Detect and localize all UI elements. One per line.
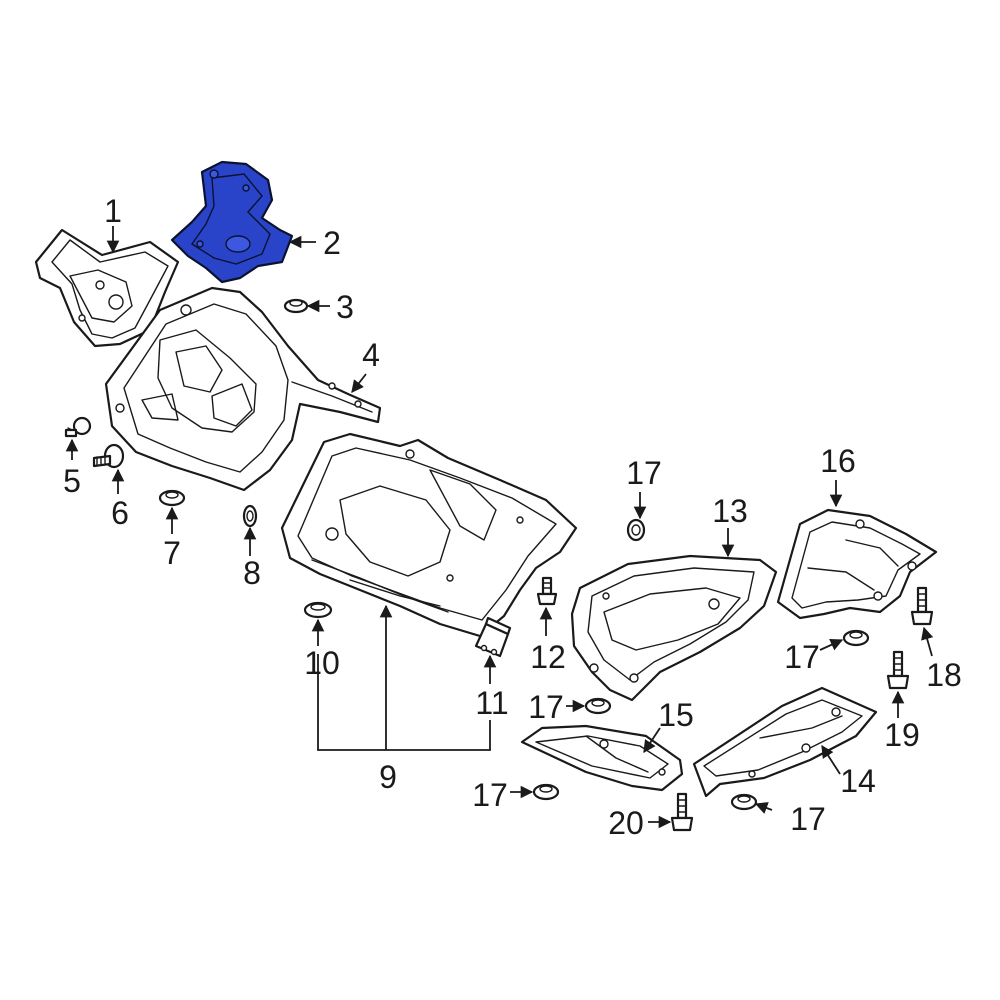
callout-1: 1: [104, 193, 122, 229]
part-17-grommet[interactable]: [730, 793, 758, 811]
part-11-bracket[interactable]: [474, 616, 512, 658]
callout-19: 19: [884, 717, 920, 753]
part-8-grommet[interactable]: [242, 504, 258, 528]
part-17-grommet[interactable]: [584, 697, 612, 715]
part-19-bolt[interactable]: [886, 650, 910, 690]
part-17-grommet[interactable]: [626, 518, 646, 542]
part-1-heat-shield[interactable]: [34, 228, 180, 348]
part-13-heat-shield[interactable]: [570, 554, 778, 702]
callout-17: 17: [626, 455, 662, 491]
part-17-grommet[interactable]: [532, 783, 560, 801]
callout-13: 13: [712, 493, 748, 529]
callout-14: 14: [840, 763, 876, 799]
callout-20: 20: [608, 805, 644, 841]
part-9-heat-shield[interactable]: [280, 432, 578, 638]
part-2-heat-shield-highlighted[interactable]: [170, 160, 294, 284]
callout-17: 17: [784, 639, 820, 675]
part-15-shield-plate[interactable]: [520, 724, 684, 792]
callout-labels: 1 2 3 4 5 6 7 8 9 10 11 12 13 14 15 16 1…: [63, 193, 962, 841]
callout-16: 16: [820, 443, 856, 479]
part-6-bolt[interactable]: [92, 443, 125, 469]
callout-15: 15: [658, 697, 694, 733]
callout-12: 12: [530, 639, 566, 675]
part-17-grommet[interactable]: [842, 629, 870, 647]
part-3-grommet[interactable]: [283, 298, 309, 314]
part-10-grommet[interactable]: [303, 601, 333, 619]
callout-5: 5: [63, 463, 81, 499]
leader-lines: [65, 226, 934, 829]
callout-10: 10: [304, 645, 340, 681]
callout-17: 17: [790, 801, 826, 837]
part-7-grommet[interactable]: [158, 489, 186, 507]
callout-6: 6: [111, 495, 129, 531]
callout-2: 2: [323, 225, 341, 261]
part-4-heat-shield[interactable]: [104, 286, 382, 492]
part-20-bolt[interactable]: [670, 792, 694, 832]
part-12-stud[interactable]: [536, 576, 558, 606]
callout-4: 4: [362, 337, 380, 373]
callout-18: 18: [926, 657, 962, 693]
part-18-bolt[interactable]: [910, 586, 934, 626]
callout-7: 7: [163, 535, 181, 571]
part-5-bolt[interactable]: [64, 416, 92, 438]
part-16-heat-shield[interactable]: [776, 508, 938, 620]
callout-9: 9: [379, 759, 397, 795]
callout-17: 17: [472, 777, 508, 813]
callout-11: 11: [475, 685, 508, 721]
callout-8: 8: [243, 555, 261, 591]
callout-17: 17: [528, 689, 564, 725]
callout-3: 3: [336, 289, 354, 325]
